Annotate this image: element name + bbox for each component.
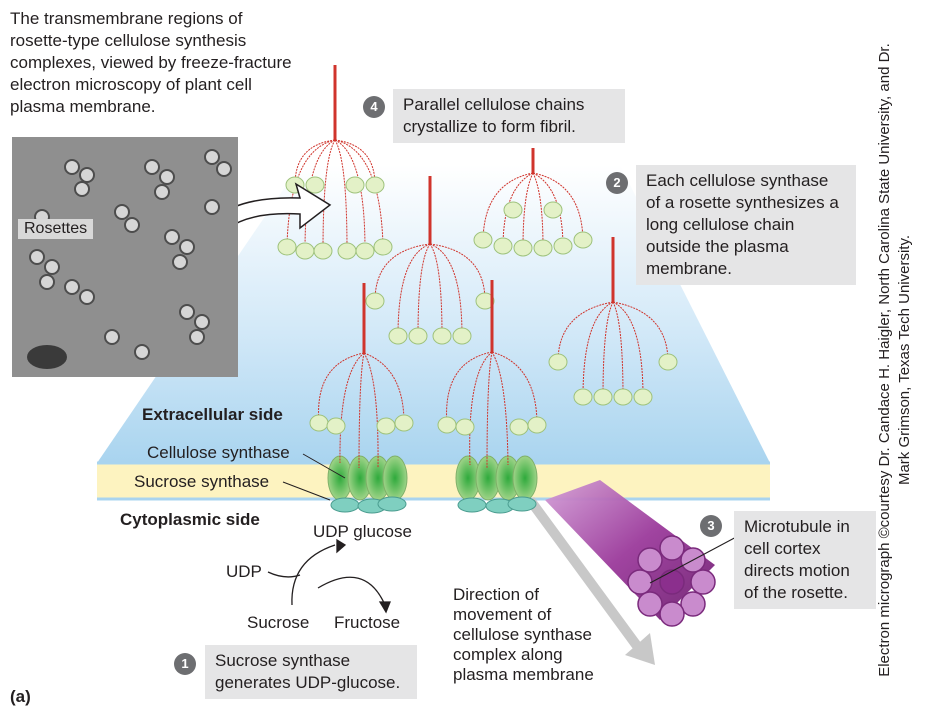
rosette-bundle xyxy=(437,280,547,469)
step-4-callout: Parallel cellulose chains crystallize to… xyxy=(393,89,625,143)
cytoplasmic-label: Cytoplasmic side xyxy=(120,510,260,529)
step-1-callout: Sucrose synthase generates UDP-glucose. xyxy=(205,645,417,699)
step-3-badge: 3 xyxy=(700,515,722,537)
rosette-bundle xyxy=(473,148,593,257)
intro-caption: The transmembrane regions of rosette-typ… xyxy=(10,9,292,116)
direction-arrow xyxy=(525,497,655,665)
rosettes-label: Rosettes xyxy=(18,219,94,239)
rosette-bundle xyxy=(365,176,495,345)
microtubule xyxy=(545,480,716,627)
electron-micrograph xyxy=(12,137,238,377)
step-2-callout: Each cellulose synthase of a rosette syn… xyxy=(636,165,856,285)
udp-glucose-label: UDP glucose xyxy=(313,522,412,541)
plasma-membrane xyxy=(97,463,770,499)
udp-label: UDP xyxy=(226,562,262,581)
membrane-rosettes xyxy=(327,455,538,514)
step-4-badge: 4 xyxy=(363,96,385,118)
direction-label: Direction of movement of cellulose synth… xyxy=(453,585,594,684)
reaction-arrows xyxy=(267,538,391,614)
rosette-bundle xyxy=(277,65,393,260)
extracellular-label: Extracellular side xyxy=(142,405,283,424)
panel-label: (a) xyxy=(10,687,31,706)
extracellular-space xyxy=(97,165,770,463)
sucrose-synthase-label: Sucrose synthase xyxy=(134,472,270,491)
step-3-callout: Microtubule in cell cortex directs motio… xyxy=(734,511,876,609)
image-credit: Electron micrograph ©courtesy Dr. Candac… xyxy=(876,43,913,677)
step-2-badge: 2 xyxy=(606,172,628,194)
step-1-badge: 1 xyxy=(174,653,196,675)
fructose-label: Fructose xyxy=(334,613,401,632)
sucrose-label: Sucrose xyxy=(247,613,310,632)
cellulose-synthase-label: Cellulose synthase xyxy=(147,443,290,462)
credit-container: Electron micrograph ©courtesy Dr. Candac… xyxy=(870,25,940,695)
rosette-bundle xyxy=(548,237,678,406)
rosette-bundle xyxy=(309,283,414,469)
